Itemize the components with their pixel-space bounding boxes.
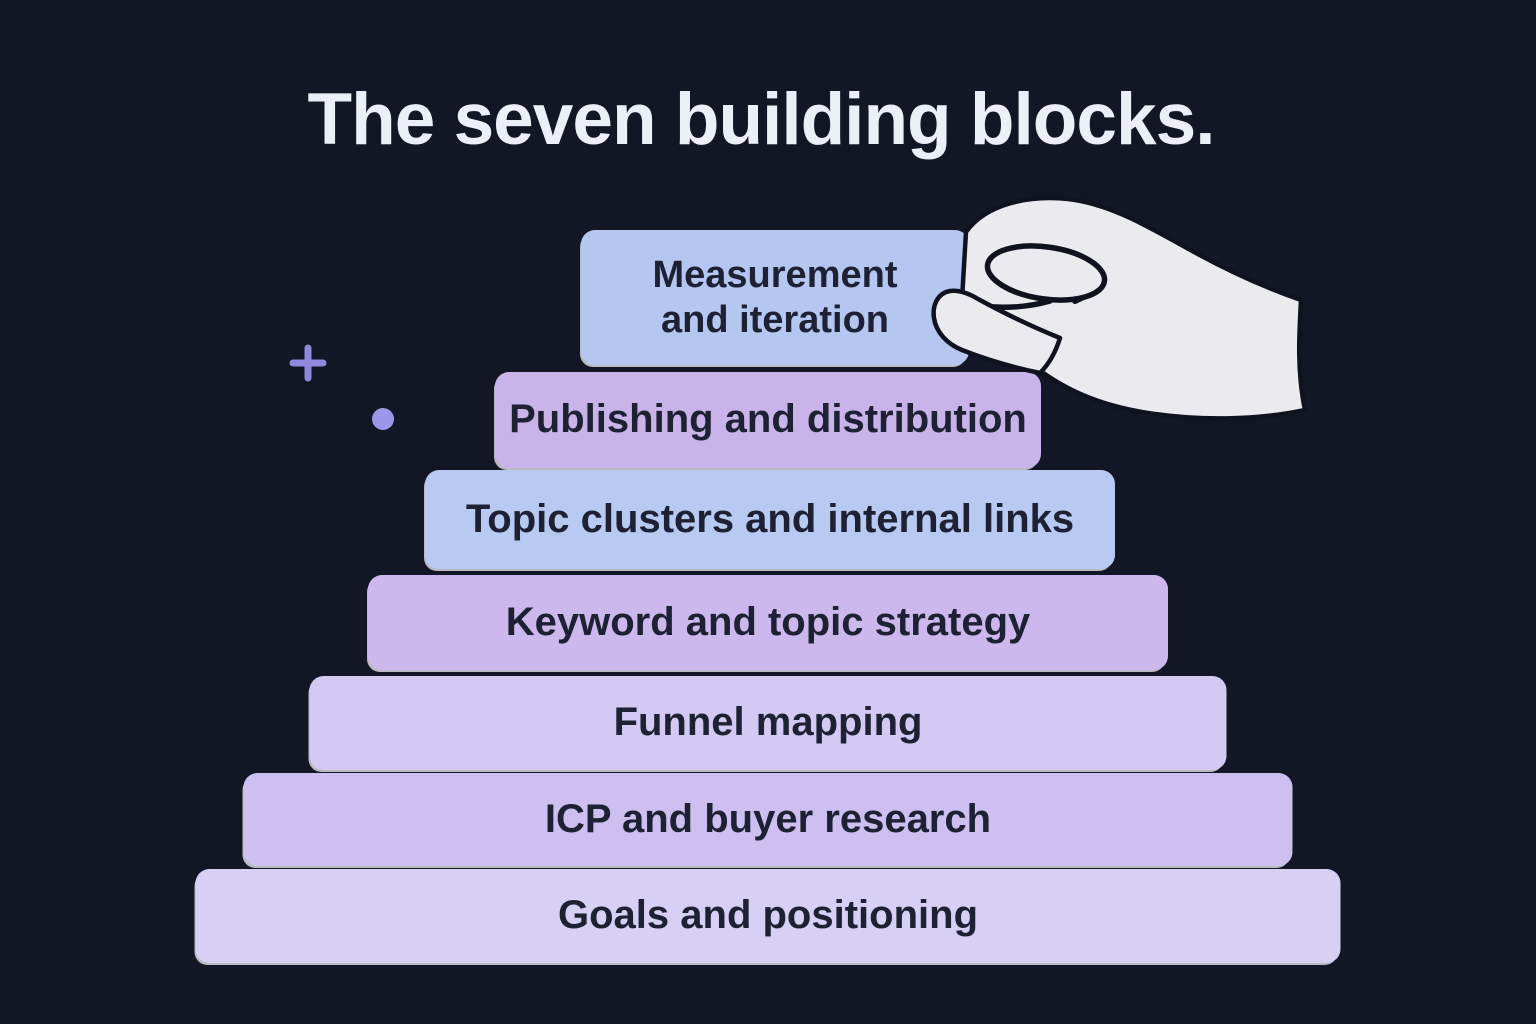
pyramid-block-publishing-and-distribution: Publishing and distribution: [495, 372, 1041, 468]
hand-fingertip: [1072, 288, 1099, 304]
dot-icon: [372, 408, 394, 430]
hand-crease: [957, 298, 1053, 310]
page-title: The seven building blocks.: [307, 79, 1216, 160]
pyramid-block-funnel-mapping: Funnel mapping: [309, 676, 1227, 770]
pyramid-block-keyword-and-topic-strategy: Keyword and topic strategy: [368, 575, 1168, 670]
plus-icon: [289, 344, 327, 382]
pyramid-block-icp-and-buyer-research: ICP and buyer research: [243, 773, 1293, 866]
pyramid-block-measurement-and-iteration: Measurement and iteration: [581, 230, 969, 365]
hand-curled-finger: [984, 243, 1108, 303]
pyramid-block-topic-clusters-and-internal-links: Topic clusters and internal links: [425, 470, 1115, 569]
pyramid-block-goals-and-positioning: Goals and positioning: [195, 869, 1341, 963]
